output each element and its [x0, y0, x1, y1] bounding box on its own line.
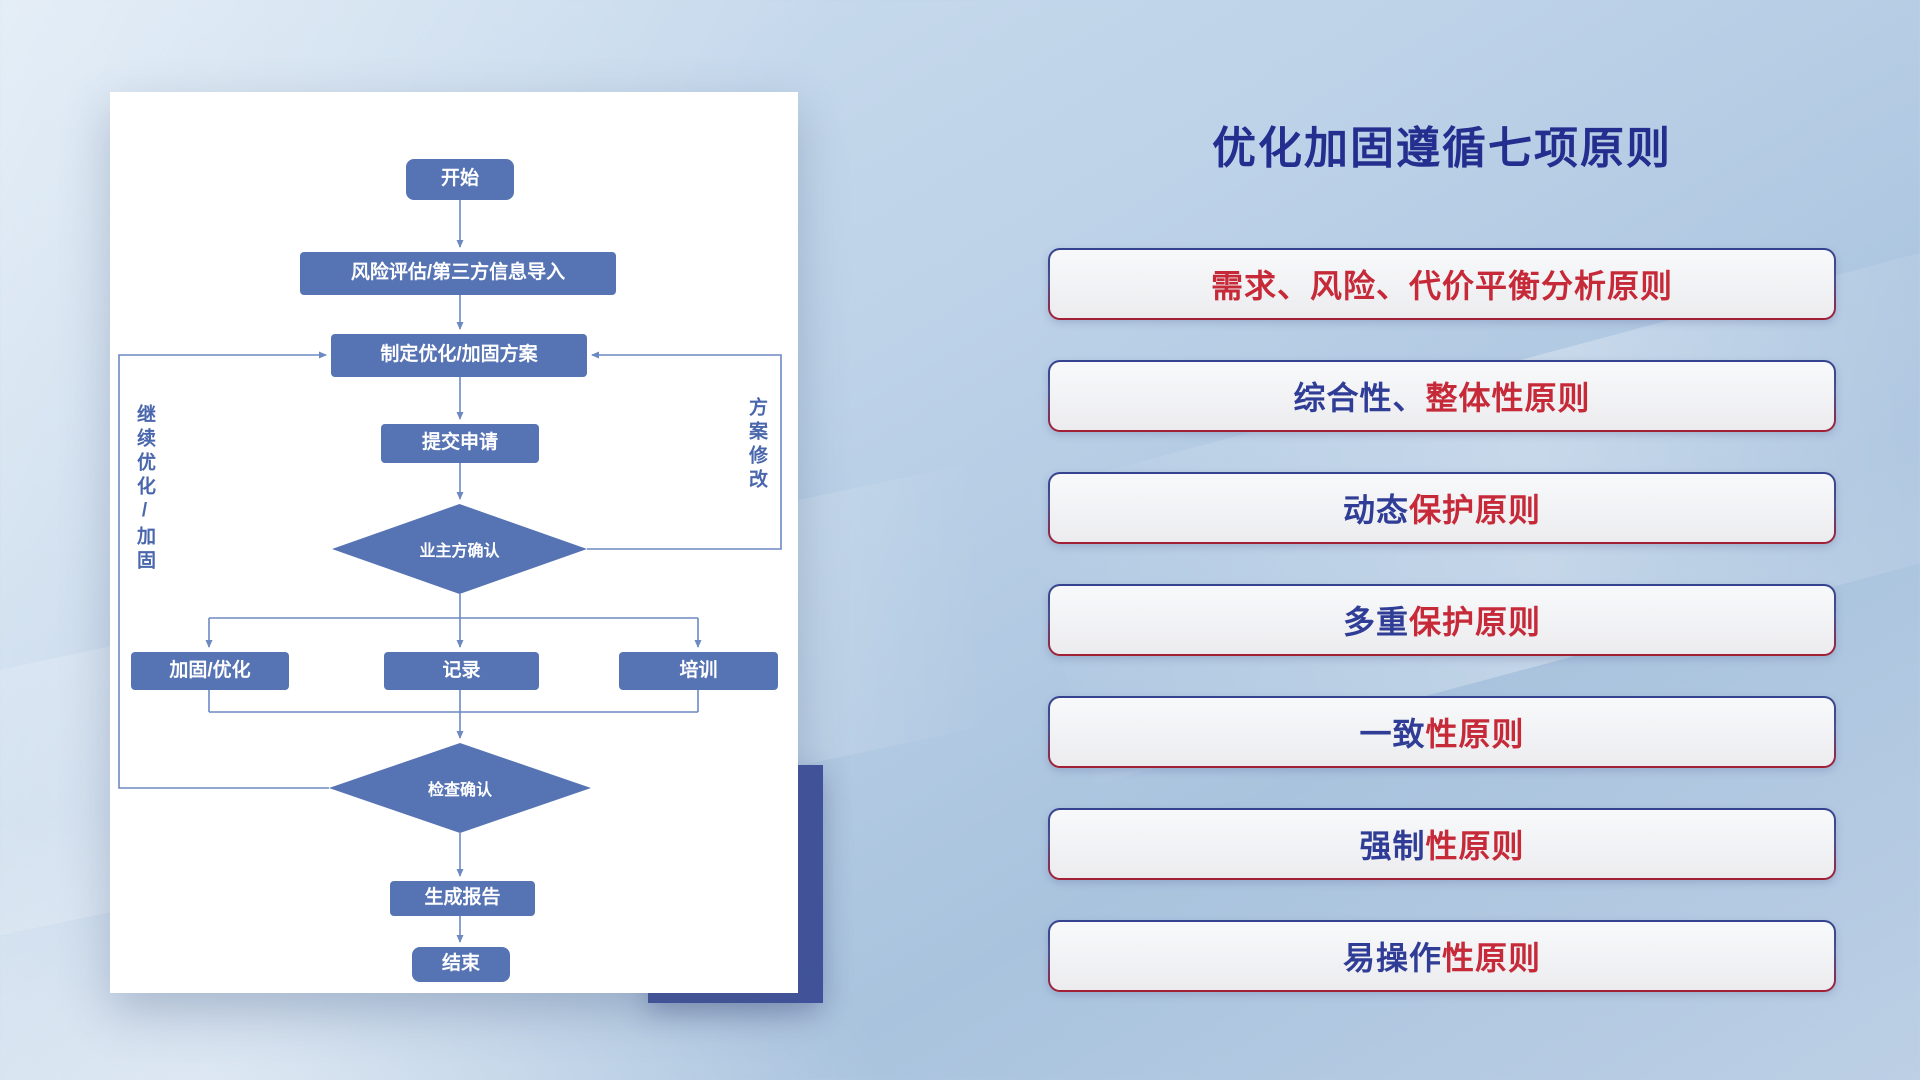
flow-node-make-plan: 制定优化/加固方案: [331, 334, 587, 377]
principle-text-tail: 保护原则: [1409, 492, 1542, 528]
flow-node-record: 记录: [384, 652, 539, 690]
principle-text-lead: 动态: [1342, 492, 1409, 528]
flow-node-training: 培训: [619, 652, 778, 690]
principle-text-tail: 性原则: [1425, 828, 1525, 864]
flowchart-connectors: [118, 200, 782, 943]
page-title: 优化加固遵循七项原则: [1212, 124, 1672, 173]
principle-item-4: 多重保护原则: [1048, 584, 1836, 656]
principle-text-lead: 一致: [1359, 716, 1426, 752]
flow-loop-label-revise: 方案修改: [746, 397, 767, 493]
principle-text-lead: 综合性、: [1293, 380, 1426, 416]
principle-text-tail: 性原则: [1442, 940, 1542, 976]
principle-item-2: 综合性、整体性原则: [1048, 360, 1836, 432]
flow-node-harden-optimize: 加固/优化: [131, 652, 289, 690]
principle-text-lead: 易操作: [1342, 940, 1442, 976]
flow-node-risk-import: 风险评估/第三方信息导入: [300, 252, 616, 295]
principle-item-3: 动态保护原则: [1048, 472, 1836, 544]
flow-loop-label-continue: 继续优化/加固: [134, 404, 155, 574]
principle-text-tail: 保护原则: [1409, 604, 1542, 640]
principle-text-lead: 强制: [1359, 828, 1426, 864]
principle-item-7: 易操作性原则: [1048, 920, 1836, 992]
flow-node-submit: 提交申请: [381, 424, 539, 463]
principle-item-1: 需求、风险、代价平衡分析原则: [1048, 248, 1836, 320]
flowchart-card: 开始 风险评估/第三方信息导入 制定优化/加固方案 提交申请 业主方确认 加固/…: [110, 92, 798, 993]
principle-text-tail: 性原则: [1425, 716, 1525, 752]
flow-node-start: 开始: [406, 159, 514, 200]
principles-list: 需求、风险、代价平衡分析原则 综合性、整体性原则 动态保护原则 多重保护原则 一…: [1048, 248, 1836, 1032]
flow-node-end: 结束: [412, 947, 510, 982]
principle-text-tail: 需求、风险、代价平衡分析原则: [1210, 268, 1673, 304]
principle-text-lead: 多重: [1342, 604, 1409, 640]
principle-text-tail: 整体性原则: [1425, 380, 1591, 416]
flow-node-report: 生成报告: [390, 881, 535, 916]
principle-item-6: 强制性原则: [1048, 808, 1836, 880]
principle-item-5: 一致性原则: [1048, 696, 1836, 768]
